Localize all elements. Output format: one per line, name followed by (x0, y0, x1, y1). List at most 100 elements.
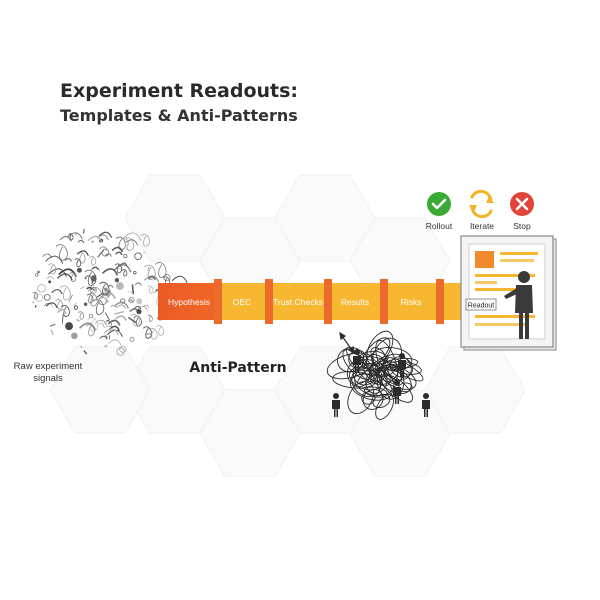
signal-squiggle (115, 251, 123, 256)
signal-squiggle (147, 314, 153, 322)
signal-squiggle (49, 323, 56, 327)
readout-label: Readout (468, 303, 495, 310)
signal-squiggle (73, 305, 78, 310)
signal-squiggle (133, 270, 137, 275)
signal-squiggle (83, 302, 88, 306)
anti-pattern-label: Anti-Pattern (189, 360, 286, 376)
signal-squiggle (31, 301, 35, 304)
signal-squiggle (59, 285, 71, 301)
signal-squiggle (83, 350, 88, 355)
signal-squiggle (95, 292, 104, 299)
signal-squiggle (97, 249, 105, 258)
signal-squiggle (111, 246, 124, 253)
signal-squiggle (115, 236, 126, 251)
signal-squiggle (124, 239, 139, 246)
signal-squiggle (156, 325, 165, 336)
signal-squiggle (148, 328, 158, 340)
pipeline-band: Hypothesis OEC Trust Checks Results Risk… (158, 279, 466, 324)
signal-squiggle (61, 314, 64, 324)
person-icon (332, 393, 340, 417)
signal-squiggle (103, 328, 119, 336)
page-title: Experiment Readouts: (60, 80, 299, 102)
tangle-loop (348, 349, 367, 369)
signal-squiggle (134, 252, 142, 261)
signal-squiggle (97, 322, 104, 326)
signal-squiggle (66, 232, 83, 240)
readout-tag (465, 298, 497, 311)
signal-squiggle (129, 336, 135, 342)
signal-squiggle (65, 322, 74, 331)
signal-squiggle (71, 332, 78, 340)
signal-squiggle (76, 250, 89, 256)
decision-stop: Stop (510, 192, 534, 231)
signal-squiggle (127, 290, 133, 294)
signal-squiggle (109, 322, 113, 332)
tangle-illustration (326, 330, 430, 420)
signal-squiggle (78, 322, 97, 331)
signal-squiggle (99, 335, 108, 340)
page-subtitle: Templates & Anti-Patterns (60, 106, 298, 125)
signal-squiggle (74, 258, 82, 268)
signal-squiggle (64, 258, 72, 262)
signal-squiggle (68, 272, 77, 282)
tangle-loop (337, 347, 365, 373)
signal-squiggle (86, 286, 93, 291)
signal-squiggle (127, 316, 137, 324)
signal-squiggle (57, 309, 67, 314)
signal-squiggle (104, 334, 109, 338)
signal-squiggle (101, 320, 107, 328)
signal-squiggle (107, 329, 123, 337)
stage-oec-label: OEC (233, 297, 251, 307)
signal-squiggle (55, 244, 68, 261)
signal-squiggle (99, 281, 110, 296)
signal-squiggle (126, 248, 129, 251)
signal-squiggle (84, 269, 97, 286)
signal-squiggle (101, 248, 110, 257)
pipeline-divider (214, 279, 222, 324)
signal-squiggle (114, 311, 125, 315)
tangle-loop (347, 381, 374, 415)
signal-squiggle (84, 275, 92, 279)
signal-squiggle (46, 276, 54, 280)
signal-squiggle (116, 282, 124, 291)
check-icon (427, 192, 451, 216)
tangle-loop (363, 362, 383, 382)
signal-squiggle (68, 294, 73, 303)
signal-squiggle (84, 277, 87, 280)
signal-squiggle (104, 312, 110, 321)
raw-signals-label-line1: Raw experiment (14, 361, 83, 372)
signal-squiggle (120, 298, 126, 304)
signal-squiggle (116, 347, 125, 356)
signal-squiggle (143, 251, 146, 254)
signal-squiggle (98, 296, 107, 306)
signal-squiggle (79, 346, 83, 348)
person-icon (398, 353, 406, 377)
tangle-loop (363, 386, 388, 398)
signal-squiggle (37, 270, 40, 274)
signal-squiggle (123, 253, 128, 259)
signal-squiggle (86, 293, 94, 304)
signal-squiggle (35, 293, 44, 302)
signal-squiggle (114, 263, 123, 274)
stage-results-label: Results (341, 297, 369, 307)
signal-squiggle (45, 255, 64, 264)
signal-squiggle (77, 311, 85, 320)
signal-squiggle (131, 284, 135, 295)
signal-squiggle (113, 301, 130, 309)
signal-squiggle (140, 234, 150, 247)
signal-squiggle (144, 275, 160, 283)
signal-squiggle (35, 273, 39, 277)
signal-squiggle (123, 232, 142, 241)
stage-risks-label: Risks (401, 297, 422, 307)
signal-squiggle (121, 269, 128, 277)
signal-squiggle (76, 267, 82, 273)
person-icon (353, 349, 361, 373)
signal-squiggle (133, 305, 142, 310)
signal-squiggle (91, 274, 97, 284)
pipeline-divider (380, 279, 388, 324)
signal-squiggle (147, 285, 154, 294)
signal-squiggle (60, 305, 70, 317)
signal-squiggle (50, 329, 54, 336)
stage-hypothesis-label: Hypothesis (168, 297, 210, 307)
